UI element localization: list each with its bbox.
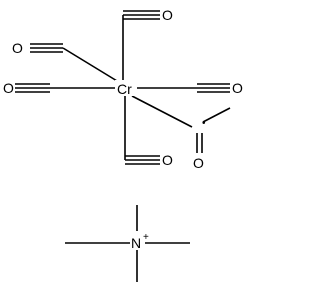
chemical-structure: • O O O O O O Cr N +	[3, 7, 243, 282]
oxygen-label-acyl: O	[193, 155, 204, 171]
carbonyl-left	[15, 83, 50, 93]
bond-cr-c-acyl	[131, 95, 193, 128]
oxygen-label-right: O	[232, 80, 243, 96]
oxygen-label-bottom: O	[162, 152, 173, 168]
oxygen-label-left: O	[3, 80, 14, 96]
bond-acyl-methyl	[202, 107, 231, 123]
tetramethylammonium: N +	[65, 205, 190, 282]
carbonyl-bottom	[125, 155, 160, 165]
oxygen-label-top: O	[162, 7, 173, 23]
chromium-complex: • O O O O O O Cr	[3, 7, 243, 171]
acyl-carbon-radical: •	[202, 118, 206, 129]
acyl-group: •	[196, 107, 231, 153]
chromium-label: Cr	[117, 81, 132, 97]
nitrogen-label: N	[131, 235, 141, 251]
carbonyl-top	[123, 10, 160, 20]
carbonyl-right	[197, 83, 230, 93]
nitrogen-charge: +	[143, 232, 149, 243]
bond-cr-c-upper-left	[62, 47, 123, 85]
cr-carbon-bonds	[50, 15, 197, 160]
oxygen-labels: O O O O O O	[3, 7, 243, 171]
carbonyl-upper-left	[30, 43, 63, 53]
oxygen-label-upper-left: O	[12, 40, 23, 56]
